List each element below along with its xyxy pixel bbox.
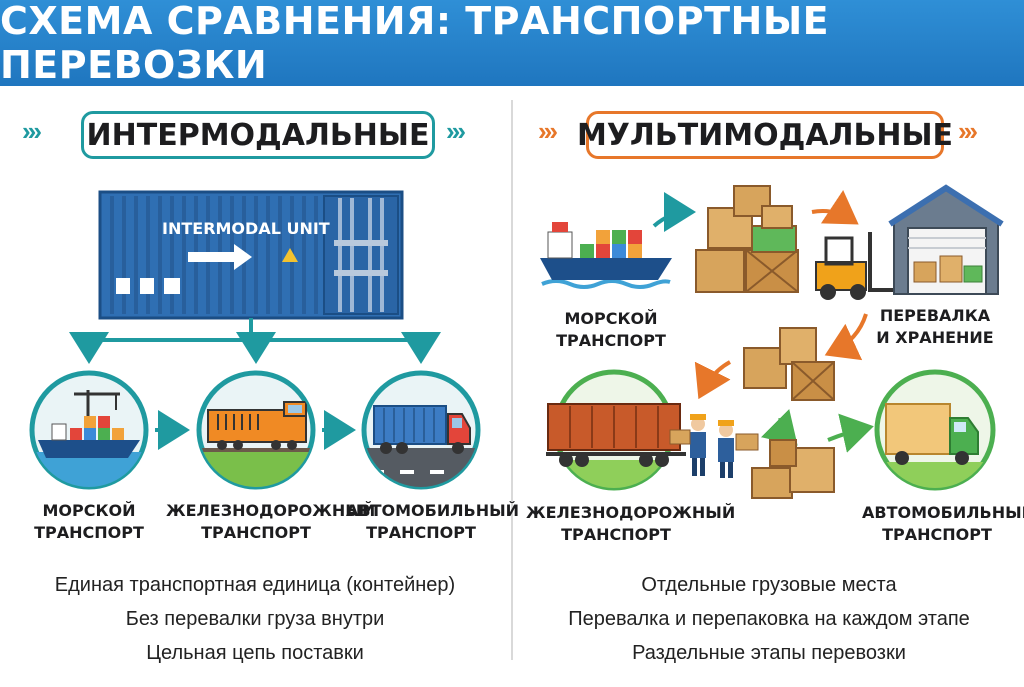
workers-icon — [669, 414, 759, 478]
cargo-ship-icon — [540, 222, 672, 289]
multimodal-sea-label: МОРСКОЙ ТРАНСПОРТ — [546, 308, 676, 352]
container-label: INTERMODAL UNIT — [162, 219, 330, 238]
header-banner: СХЕМА СРАВНЕНИЯ: ТРАНСПОРТНЫЕ ПЕРЕВОЗКИ — [0, 0, 1024, 87]
mode-line: ЖЕЛЕЗНОДОРОЖНЫЙ — [166, 501, 376, 520]
ship-icon — [29, 370, 149, 490]
mode-line: ТРАНСПОРТ — [34, 523, 144, 542]
bullet-item: Отдельные грузовые места — [641, 574, 897, 596]
chevrons-right-icon: ››› — [446, 116, 466, 146]
warehouse-icon — [888, 184, 1004, 295]
center-divider — [511, 100, 513, 660]
chevrons-right-icon: ››› — [958, 116, 978, 146]
mode-line: ТРАНСПОРТ — [882, 525, 992, 544]
multimodal-title-text: МУЛЬТИМОДАЛЬНЫЕ — [576, 117, 954, 153]
bullet-item: Раздельные этапы перевозки — [632, 642, 906, 664]
page-title: СХЕМА СРАВНЕНИЯ: ТРАНСПОРТНЫЕ ПЕРЕВОЗКИ — [0, 0, 830, 87]
bullet-item: Единая транспортная единица (контейнер) — [54, 574, 456, 596]
small-boxes-icon — [751, 439, 835, 499]
stacked-boxes-icon — [743, 327, 835, 401]
bullet-item: Перевалка и перепаковка на каждом этапе — [568, 608, 970, 630]
mode-line: ЖЕЛЕЗНОДОРОЖНЫЙ — [526, 503, 736, 522]
mode-line: МОРСКОЙ — [564, 309, 658, 328]
bullet-item: Без перевалки груза внутри — [125, 608, 385, 630]
mode-line: МОРСКОЙ — [42, 501, 136, 520]
mode-line: АВТОМОБИЛЬНЫЙ — [346, 501, 520, 520]
mode-line: ТРАНСПОРТ — [561, 525, 671, 544]
chevrons-left-icon: ››› — [22, 116, 42, 146]
intermodal-container-icon: INTERMODAL UNIT — [98, 190, 404, 320]
cargo-boxes-icon — [695, 185, 799, 293]
mode-line: АВТОМОБИЛЬНЫЙ — [862, 503, 1024, 522]
intermodal-bullets: Единая транспортная единица (контейнер) … — [20, 568, 490, 670]
multimodal-road-label: АВТОМОБИЛЬНЫЙ ТРАНСПОРТ — [862, 502, 1024, 546]
multimodal-bullets: Отдельные грузовые места Перевалка и пер… — [534, 568, 1004, 670]
multimodal-flow-arrows — [652, 190, 874, 453]
intermodal-rail-label: ЖЕЛЕЗНОДОРОЖНЫЙ ТРАНСПОРТ — [166, 500, 376, 544]
intermodal-title-text: ИНТЕРМОДАЛЬНЫЕ — [86, 117, 430, 153]
distribution-arrows — [69, 318, 441, 450]
intermodal-road-label: АВТОМОБИЛЬНЫЙ ТРАНСПОРТ — [346, 500, 520, 544]
multimodal-title: МУЛЬТИМОДАЛЬНЫЕ — [577, 111, 953, 159]
truck-icon — [361, 370, 481, 490]
mode-line: ТРАНСПОРТ — [556, 331, 666, 350]
intermodal-title: ИНТЕРМОДАЛЬНЫЕ — [81, 111, 435, 159]
bullet-item: Цельная цепь поставки — [146, 642, 364, 664]
delivery-truck-icon — [874, 369, 996, 491]
multimodal-transship-label: ПЕРЕВАЛКА И ХРАНЕНИЕ — [870, 305, 1000, 349]
freight-wagon-icon — [546, 369, 686, 491]
mode-line: ПЕРЕВАЛКА — [879, 306, 991, 325]
chevrons-left-icon: ››› — [538, 116, 558, 146]
locomotive-icon — [196, 370, 316, 490]
mode-line: ТРАНСПОРТ — [201, 523, 311, 542]
intermodal-sea-label: МОРСКОЙ ТРАНСПОРТ — [29, 500, 149, 544]
multimodal-rail-label: ЖЕЛЕЗНОДОРОЖНЫЙ ТРАНСПОРТ — [526, 502, 736, 546]
mode-line: ТРАНСПОРТ — [366, 523, 476, 542]
mode-line: И ХРАНЕНИЕ — [876, 328, 994, 347]
forklift-icon — [815, 232, 896, 300]
